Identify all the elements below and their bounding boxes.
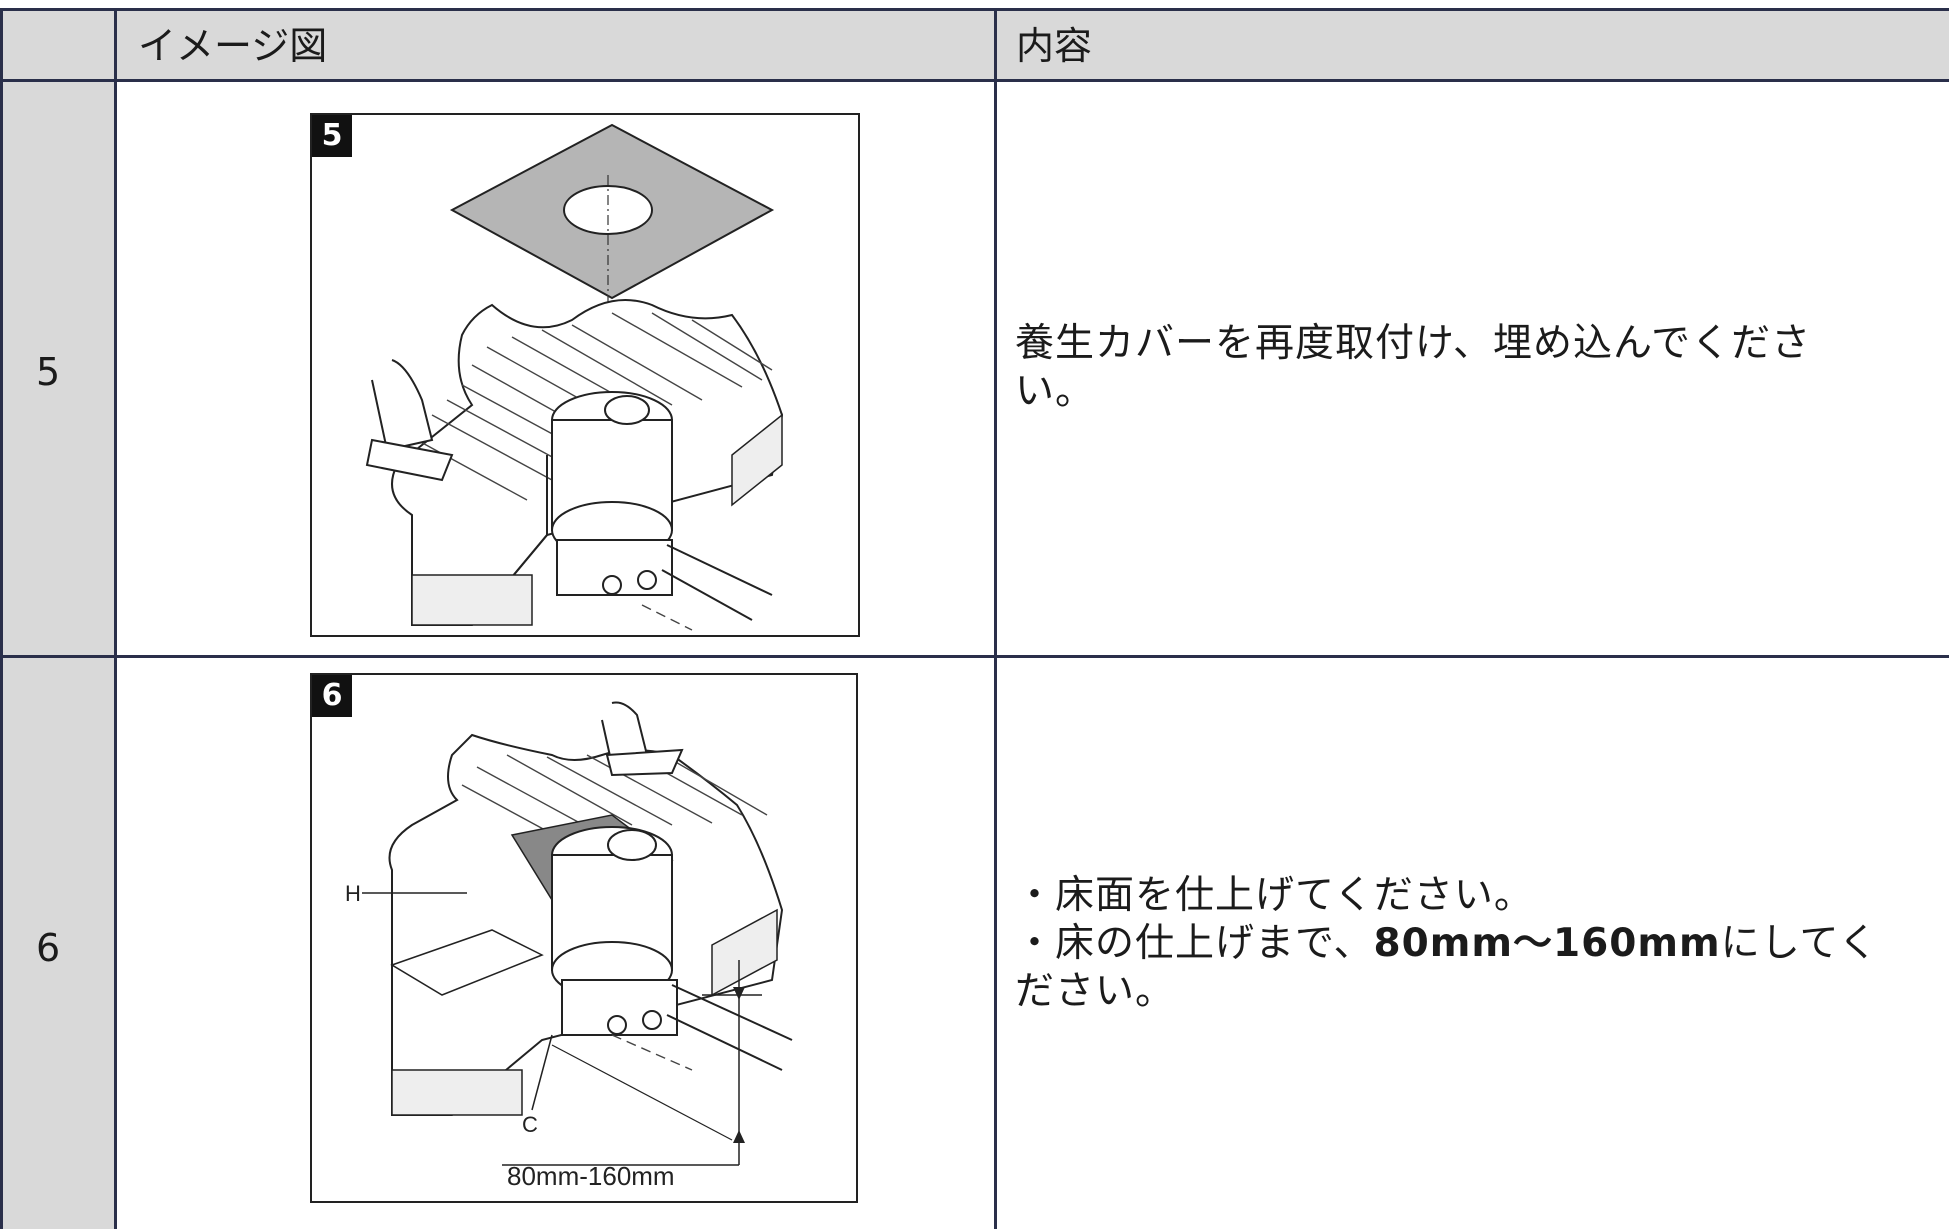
dimension-label: 80mm-160mm	[507, 1161, 675, 1191]
label-h: H	[345, 881, 361, 906]
content-text: にしてく	[1720, 921, 1879, 966]
install-diagram-5	[365, 123, 784, 631]
table-header-bg	[0, 9, 1949, 81]
step-6-illustration: 6	[310, 673, 858, 1203]
step-5-illustration: 5	[310, 113, 860, 637]
dimension-range: 80mm〜160mm	[1373, 921, 1721, 966]
header-content-column: 内容	[1016, 24, 1093, 68]
content-line: ・床の仕上げまで、80mm〜160mmにしてく	[1015, 920, 1915, 968]
row-number: 5	[36, 350, 61, 394]
content-line: 養生カバーを再度取付け、埋め込んでくださ	[1015, 321, 1812, 366]
step-6-description: ・床面を仕上げてください。 ・床の仕上げまで、80mm〜160mmにしてく ださ…	[1015, 872, 1915, 1016]
row-number: 6	[36, 926, 61, 970]
grid-line	[0, 9, 3, 1229]
step-5-description: 養生カバーを再度取付け、埋め込んでくださ い。	[1015, 320, 1915, 416]
install-diagram-6: H C 80mm-160mm	[345, 701, 793, 1191]
content-text: ・床の仕上げまで、	[1015, 921, 1374, 966]
grid-line	[0, 655, 1949, 658]
grid-line	[0, 8, 1949, 11]
step-badge: 5	[312, 115, 352, 157]
grid-line	[994, 9, 997, 1229]
content-line: い。	[1015, 369, 1096, 414]
grid-line	[114, 9, 117, 1229]
grid-line	[0, 79, 1949, 82]
label-c: C	[522, 1112, 538, 1137]
content-line: ・床面を仕上げてください。	[1015, 873, 1534, 918]
step-badge: 6	[312, 675, 352, 717]
content-line: ださい。	[1015, 969, 1176, 1014]
header-image-column: イメージ図	[138, 24, 328, 68]
